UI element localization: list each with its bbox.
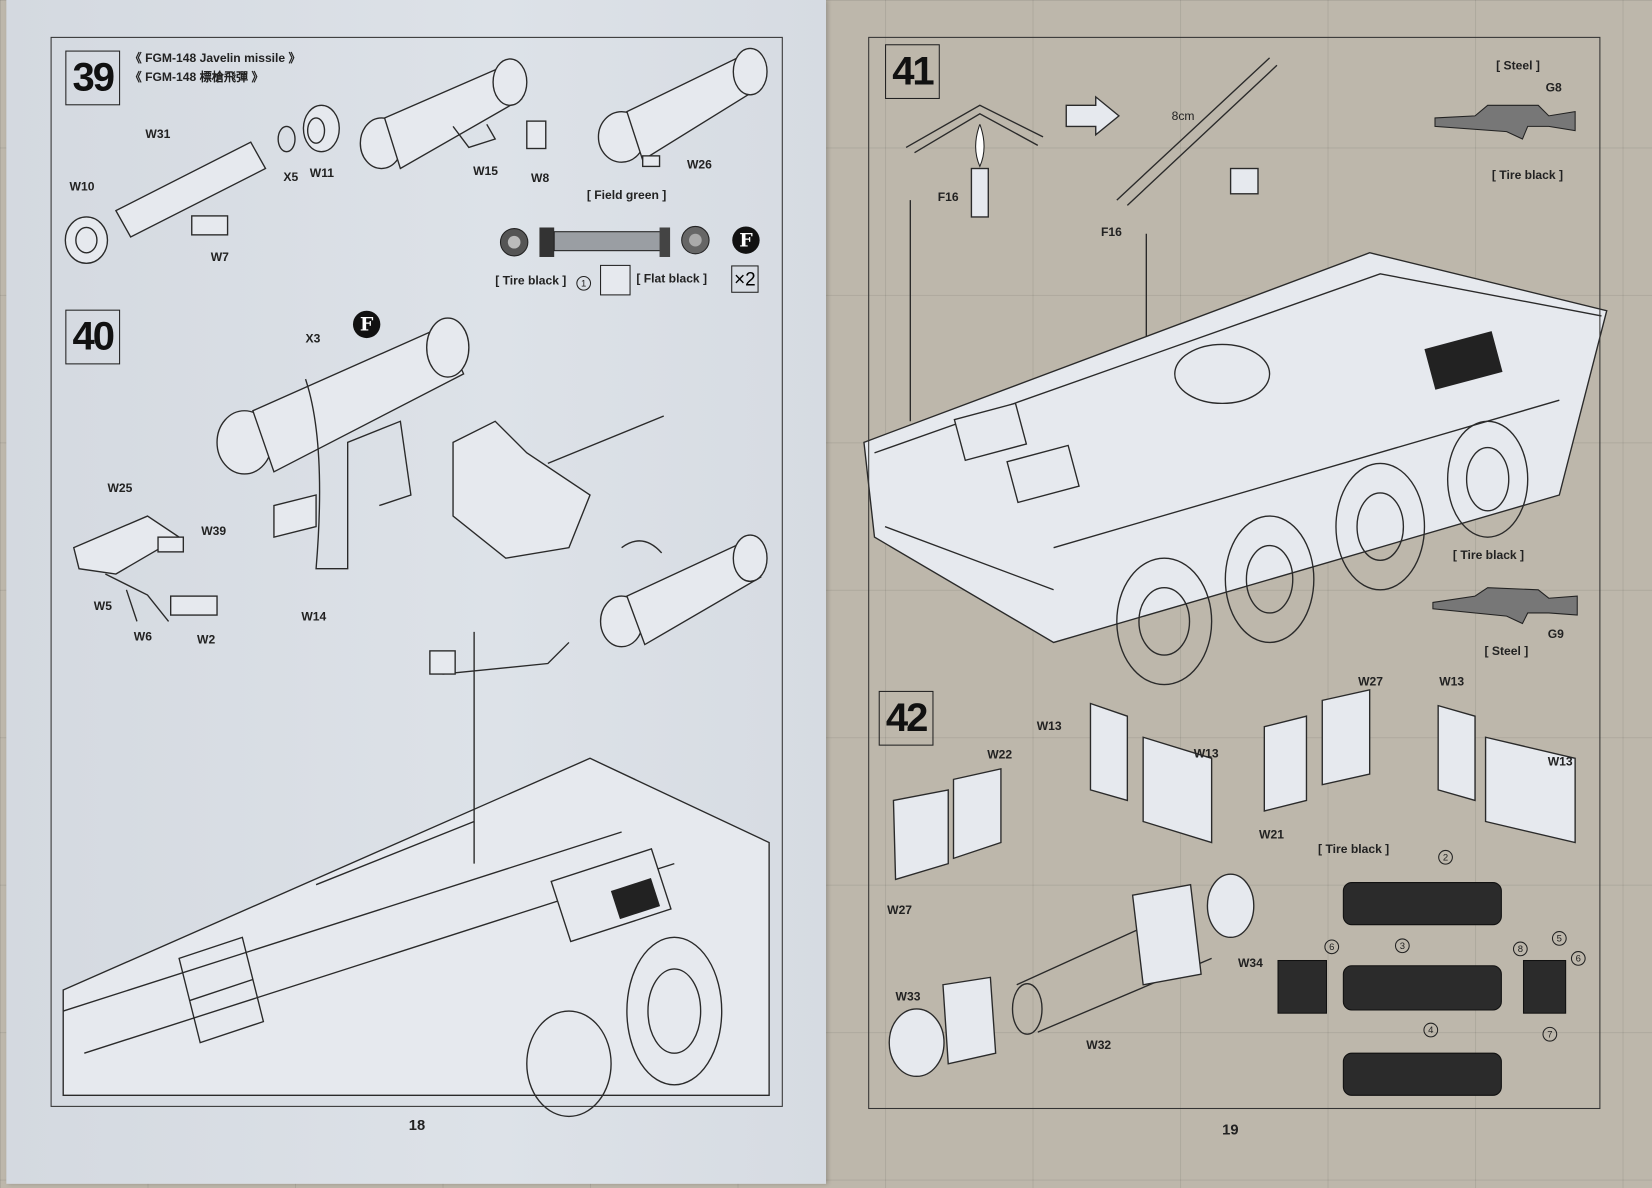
part-label: W26 — [686, 159, 712, 172]
part-label: W7 — [210, 251, 229, 265]
decal-number: 3 — [1394, 938, 1410, 954]
part-label: W21 — [1259, 828, 1284, 842]
decal-number: 7 — [1542, 1026, 1558, 1042]
part-label: W6 — [133, 630, 152, 644]
part-label: W13 — [1193, 747, 1219, 761]
decal-number: 1 — [576, 275, 592, 291]
part-label: W14 — [301, 610, 327, 624]
sprue-f-badge: F — [352, 310, 381, 339]
part-label: G9 — [1547, 628, 1564, 642]
part-label: W34 — [1237, 957, 1263, 970]
painted-missile-drawing — [499, 225, 710, 296]
left-frame — [50, 36, 783, 1107]
paint-tire-black: [ Tire black ] — [1491, 169, 1564, 183]
part-label: W15 — [473, 165, 498, 178]
part-label: W27 — [887, 904, 913, 918]
part-label: F16 — [937, 191, 959, 205]
step-42-number: 42 — [878, 690, 934, 746]
part-label: W33 — [895, 991, 921, 1004]
decal-number: 6 — [1570, 951, 1586, 966]
paint-steel: [ Steel ] — [1484, 645, 1529, 659]
vehicle-right-drawing — [863, 252, 1608, 686]
decal-number: 4 — [1423, 1022, 1439, 1038]
measure-label: 8cm — [1171, 110, 1195, 124]
painted-tubes-drawing — [1277, 882, 1567, 1096]
step-39-number: 39 — [65, 50, 121, 106]
step-39-title-en: 《 FGM-148 Javelin missile 》 — [129, 52, 301, 66]
part-label: W13 — [1036, 720, 1062, 734]
step-41-number: 41 — [885, 44, 940, 100]
part-label: W13 — [1439, 676, 1465, 689]
paint-tire-black: [ Tire black ] — [1318, 843, 1390, 857]
part-label: W5 — [93, 600, 112, 613]
launcher-tubes-drawing — [888, 688, 1576, 1078]
paint-tire-black: [ Tire black ] — [495, 274, 567, 288]
part-label: W25 — [107, 482, 133, 496]
part-label: W22 — [987, 748, 1013, 762]
part-label: W32 — [1086, 1039, 1112, 1053]
decal-number: 5 — [1551, 931, 1567, 946]
step-40-number: 40 — [65, 309, 121, 365]
launcher-assembly-drawing — [72, 317, 768, 648]
part-label: W11 — [309, 167, 335, 181]
right-frame — [868, 36, 1601, 1110]
vehicle-left-drawing — [62, 631, 770, 1118]
paint-field-green: [ Field green ] — [586, 189, 667, 203]
part-label: W31 — [145, 128, 171, 142]
decal-number: 2 — [1438, 849, 1453, 865]
part-label: X3 — [305, 332, 321, 346]
part-label: W13 — [1547, 756, 1573, 769]
antenna-bend-drawing — [905, 57, 1278, 453]
paint-flat-black: [ Flat black ] — [636, 272, 708, 286]
page-number-18: 18 — [408, 1116, 426, 1134]
part-label: X5 — [283, 171, 299, 185]
page-number-19: 19 — [1222, 1120, 1239, 1138]
part-label: W10 — [69, 181, 95, 194]
decal-number: 6 — [1324, 939, 1340, 955]
step-39-title-zh: 《 FGM-148 標槍飛彈 》 — [129, 71, 264, 85]
multiplier-box: ×2 — [731, 265, 759, 293]
decal-number: 8 — [1512, 941, 1528, 957]
part-label: G8 — [1545, 82, 1562, 95]
rifle-g9-drawing — [1432, 587, 1578, 625]
rifle-g8-drawing — [1434, 104, 1576, 140]
part-label: W8 — [531, 172, 550, 186]
part-label: W2 — [197, 634, 216, 647]
missile-exploded-drawing — [64, 47, 768, 264]
part-label: W27 — [1358, 676, 1384, 689]
sprue-f-badge: F — [732, 226, 760, 254]
part-label: W39 — [201, 525, 227, 539]
part-label: F16 — [1101, 226, 1122, 240]
paint-tire-black: [ Tire black ] — [1452, 549, 1525, 563]
paint-steel: [ Steel ] — [1496, 60, 1540, 73]
